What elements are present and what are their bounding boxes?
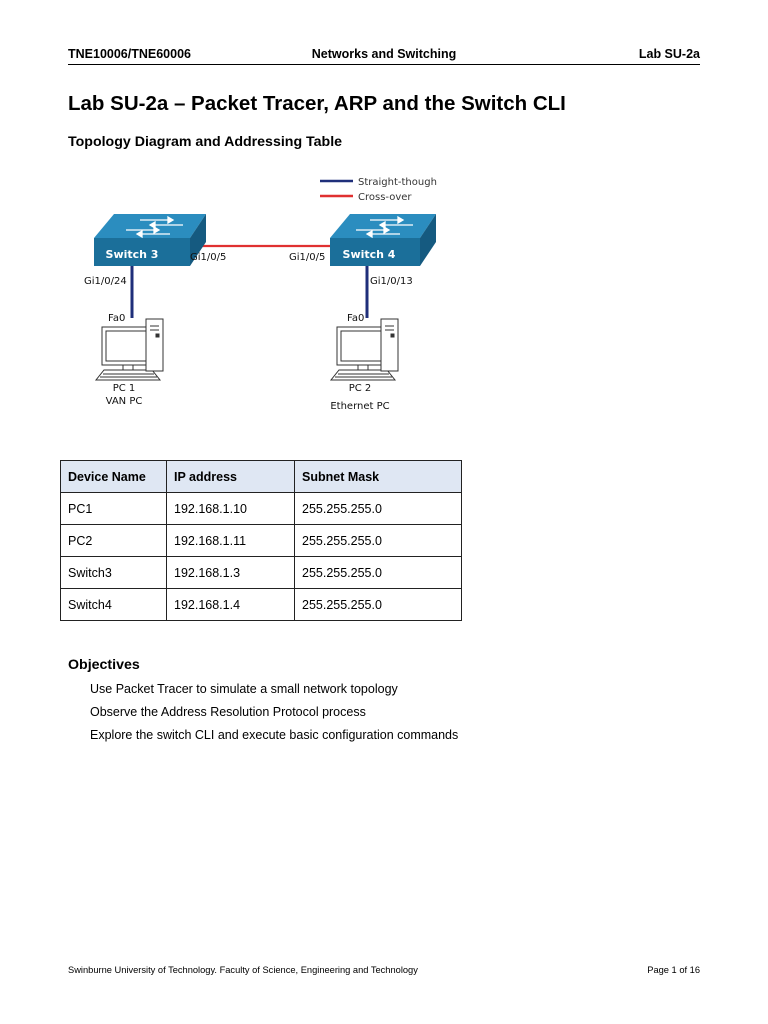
pc-2-icon <box>329 318 399 381</box>
cell-device: Switch3 <box>60 556 167 589</box>
cell-mask: 255.255.255.0 <box>294 492 462 525</box>
switch-3-port-gi105: Gi1/0/5 <box>190 252 226 263</box>
switch-4-port-gi105: Gi1/0/5 <box>289 252 325 263</box>
cell-ip: 192.168.1.10 <box>166 492 295 525</box>
switch-3-icon <box>94 214 206 266</box>
switch-4-port-gi1013: Gi1/0/13 <box>370 276 413 287</box>
lab-id: Lab SU-2a <box>638 47 700 61</box>
table-row: Switch3 192.168.1.3 255.255.255.0 <box>60 556 462 589</box>
cell-device: PC1 <box>60 492 167 525</box>
list-item: Explore the switch CLI and execute basic… <box>90 728 459 742</box>
cell-mask: 255.255.255.0 <box>294 588 462 621</box>
page-header: TNE10006/TNE60006 Networks and Switching… <box>68 44 700 65</box>
footer-institution: Swinburne University of Technology. Facu… <box>68 965 418 975</box>
objectives-list: Use Packet Tracer to simulate a small ne… <box>90 680 458 749</box>
switch-4-label: Switch 4 <box>343 248 396 261</box>
cell-ip: 192.168.1.4 <box>166 588 295 621</box>
course-codes: TNE10006/TNE60006 <box>68 47 191 61</box>
col-ip-address: IP address <box>166 460 295 493</box>
table-row: PC1 192.168.1.10 255.255.255.0 <box>60 492 462 525</box>
cell-mask: 255.255.255.0 <box>294 524 462 557</box>
legend: Straight-though Cross-over <box>320 177 437 203</box>
switch-3-label: Switch 3 <box>106 248 159 261</box>
legend-straight-label: Straight-though <box>358 177 437 188</box>
col-device-name: Device Name <box>60 460 167 493</box>
pc-2-name: PC 2 <box>349 383 372 394</box>
legend-cross-label: Cross-over <box>358 192 412 203</box>
switch-4-icon <box>330 214 436 266</box>
pc-2-desc: Ethernet PC <box>330 401 389 412</box>
pc-1-port: Fa0 <box>108 313 125 324</box>
table-row: Switch4 192.168.1.4 255.255.255.0 <box>60 588 462 621</box>
course-name: Networks and Switching <box>311 47 457 61</box>
cell-mask: 255.255.255.0 <box>294 556 462 589</box>
list-item: Use Packet Tracer to simulate a small ne… <box>90 682 398 696</box>
pc-1-desc: VAN PC <box>106 396 143 407</box>
cell-device: Switch4 <box>60 588 167 621</box>
table-row: PC2 192.168.1.11 255.255.255.0 <box>60 524 462 557</box>
table-header-row: Device Name IP address Subnet Mask <box>60 460 462 493</box>
pc-2-port: Fa0 <box>347 313 364 324</box>
cell-device: PC2 <box>60 524 167 557</box>
addressing-table: Device Name IP address Subnet Mask PC1 1… <box>60 460 462 621</box>
topology-diagram: Straight-though Cross-over Switch 3 Gi1/… <box>84 177 437 412</box>
pc-1-icon <box>94 318 164 381</box>
topology-heading: Topology Diagram and Addressing Table <box>68 134 343 150</box>
page-title: Lab SU-2a – Packet Tracer, ARP and the S… <box>68 92 566 115</box>
objectives-heading: Objectives <box>68 657 140 673</box>
footer-page-number: Page 1 of 16 <box>647 965 700 975</box>
list-item: Observe the Address Resolution Protocol … <box>90 705 366 719</box>
col-subnet-mask: Subnet Mask <box>294 460 462 493</box>
pc-1-name: PC 1 <box>113 383 136 394</box>
cell-ip: 192.168.1.11 <box>166 524 295 557</box>
switch-3-port-gi1024: Gi1/0/24 <box>84 276 127 287</box>
cell-ip: 192.168.1.3 <box>166 556 295 589</box>
